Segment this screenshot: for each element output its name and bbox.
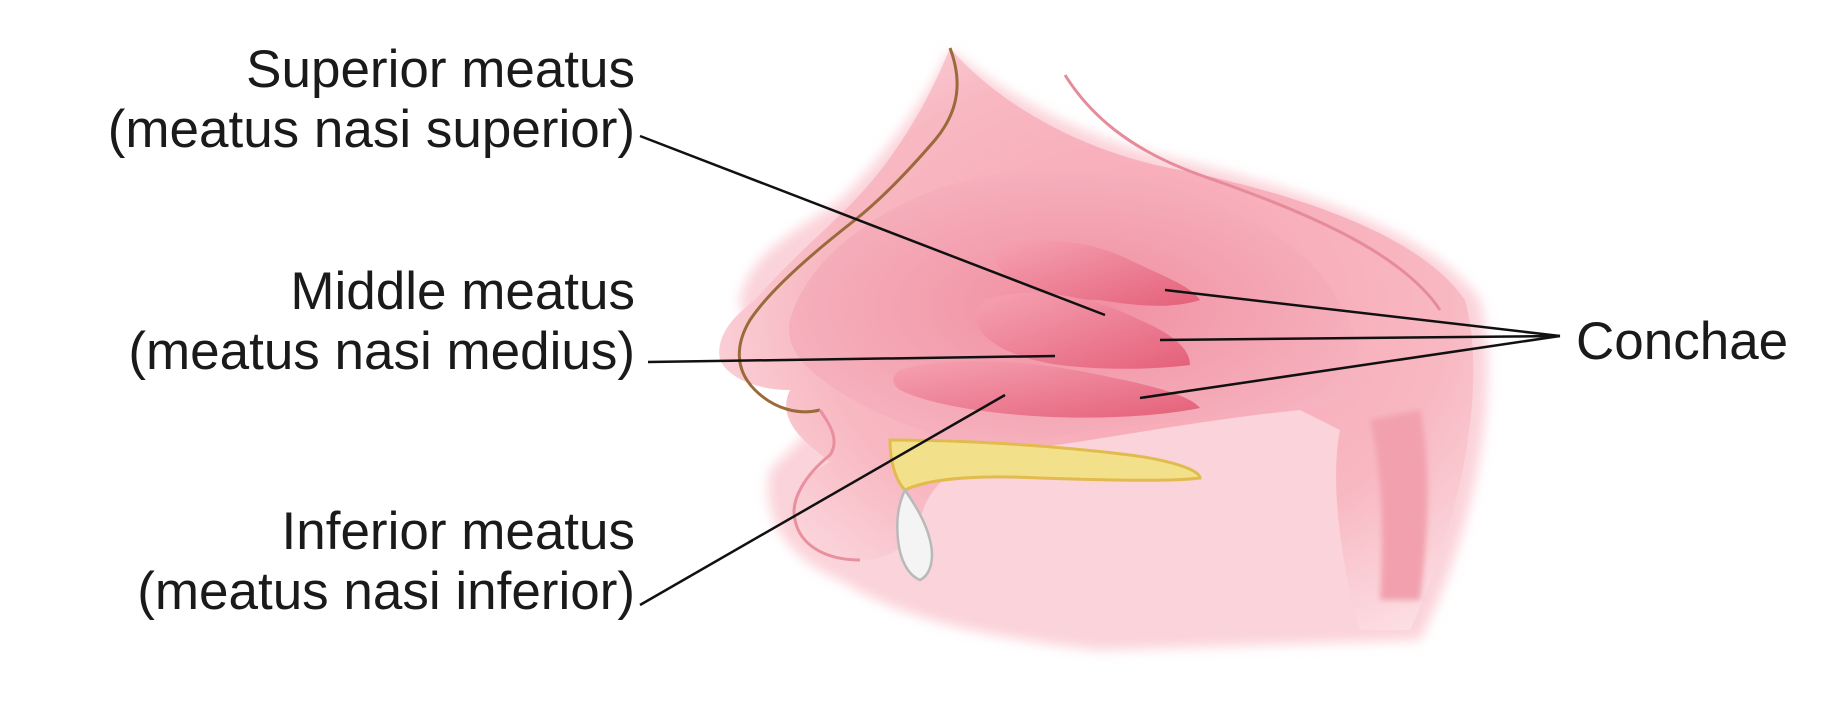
middle-meatus-latin: (meatus nasi medius) xyxy=(0,322,635,382)
inferior-meatus-latin: (meatus nasi inferior) xyxy=(0,562,635,622)
superior-meatus-name: Superior meatus xyxy=(0,40,635,100)
label-conchae: Conchae xyxy=(1576,312,1788,372)
superior-meatus-latin: (meatus nasi superior) xyxy=(0,100,635,160)
label-superior-meatus: Superior meatus (meatus nasi superior) xyxy=(0,40,635,160)
middle-meatus-name: Middle meatus xyxy=(0,262,635,322)
inferior-meatus-name: Inferior meatus xyxy=(0,502,635,562)
label-middle-meatus: Middle meatus (meatus nasi medius) xyxy=(0,262,635,382)
label-inferior-meatus: Inferior meatus (meatus nasi inferior) xyxy=(0,502,635,622)
